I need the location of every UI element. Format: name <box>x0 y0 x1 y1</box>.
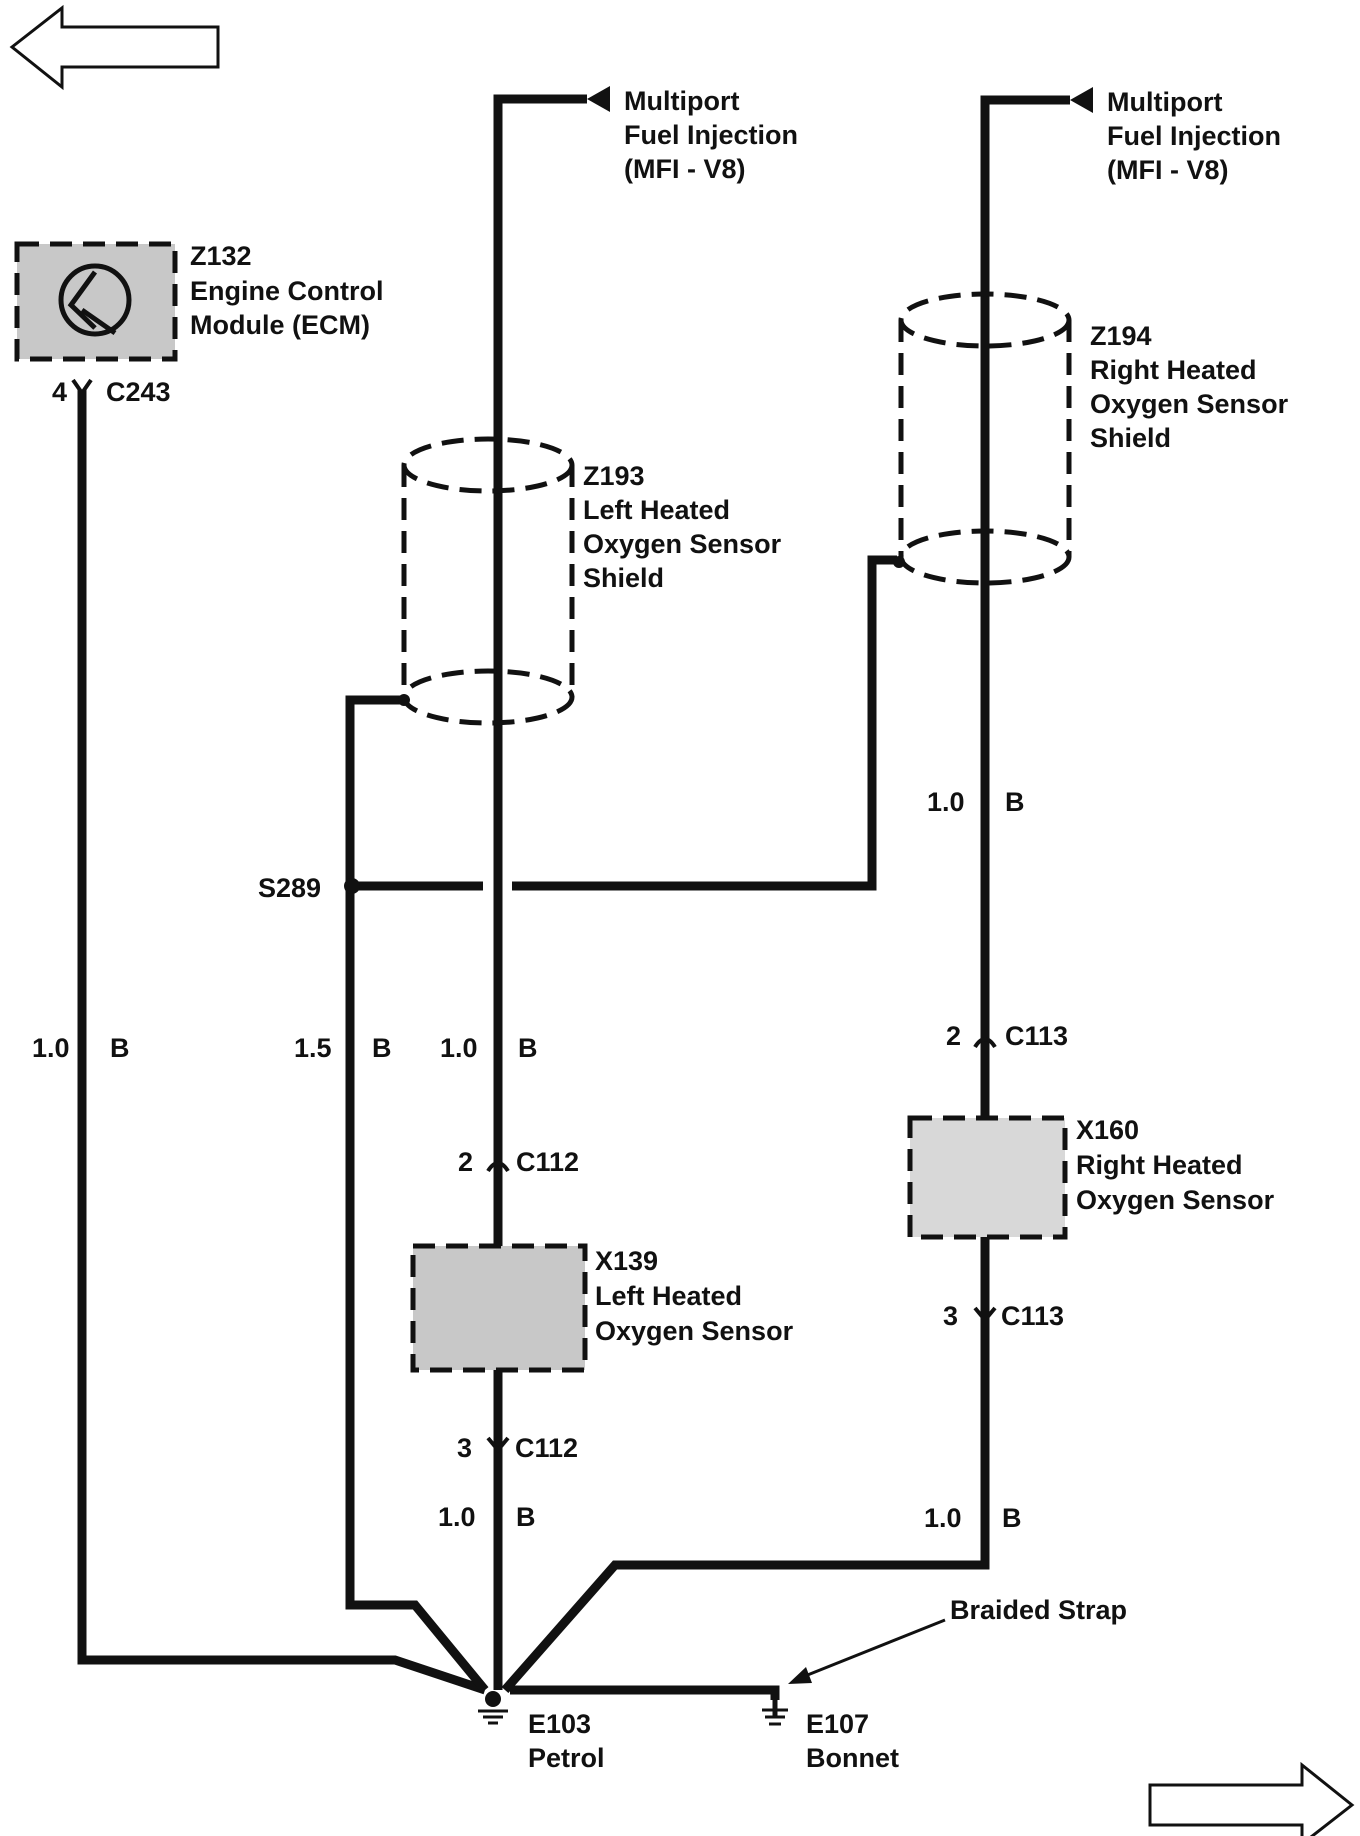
splice-dot <box>344 878 360 894</box>
ecm-connector: C243 <box>106 377 171 407</box>
braided-strap-pointer <box>799 1618 946 1680</box>
right-sensor-line1: Right Heated <box>1076 1150 1243 1180</box>
splice-to-right-shield-wire-b <box>512 555 897 891</box>
c113-top-connector-icon <box>973 1037 997 1049</box>
ecm-ground-wire <box>77 390 487 1695</box>
c112-top-pin: 2 <box>458 1147 473 1177</box>
ground-petrol-name: Petrol <box>528 1743 605 1773</box>
right-shield-line1: Right Heated <box>1090 355 1257 385</box>
ecm-wire-size: 1.0 <box>32 1033 70 1063</box>
mfi-left-connector-icon <box>587 86 610 112</box>
c112-bottom-pin: 3 <box>457 1433 472 1463</box>
right-lower-wire-color: B <box>1002 1503 1022 1533</box>
left-shield-line2: Oxygen Sensor <box>583 529 782 559</box>
ground-bonnet-icon <box>762 1700 788 1726</box>
splice-wire-size: 1.5 <box>294 1033 332 1063</box>
c112-bottom-connector-icon <box>486 1436 510 1454</box>
splice-id: S289 <box>258 873 321 903</box>
c112-top-connector-icon <box>486 1161 510 1173</box>
mfi-right-line3: (MFI - V8) <box>1107 155 1229 185</box>
ground-bonnet-id: E107 <box>806 1709 869 1739</box>
right-sensor-id: X160 <box>1076 1115 1139 1145</box>
mfi-left-line2: Fuel Injection <box>624 120 798 150</box>
right-shield-line2: Oxygen Sensor <box>1090 389 1289 419</box>
right-sensor-line2: Oxygen Sensor <box>1076 1185 1275 1215</box>
right-shield-line3: Shield <box>1090 423 1171 453</box>
right-sensor-signal-wire <box>501 95 1070 1693</box>
c113-bottom-pin: 3 <box>943 1301 958 1331</box>
c113-bottom-connector: C113 <box>1001 1301 1064 1331</box>
mfi-right-line2: Fuel Injection <box>1107 121 1281 151</box>
c112-bottom-connector: C112 <box>515 1433 578 1463</box>
left-sensor-line1: Left Heated <box>595 1281 742 1311</box>
mfi-left-line1: Multiport <box>624 86 739 116</box>
ecm-module-box <box>14 241 178 362</box>
previous-page-arrow-icon[interactable] <box>9 4 220 91</box>
ecm-wire-color: B <box>110 1033 130 1063</box>
c113-top-connector: C113 <box>1005 1021 1068 1051</box>
next-page-arrow-icon[interactable] <box>1148 1761 1355 1836</box>
ground-bonnet-name: Bonnet <box>806 1743 899 1773</box>
left-sensor-box <box>410 1243 588 1373</box>
c112-top-connector: C112 <box>516 1147 579 1177</box>
left-shield-id: Z193 <box>583 461 645 491</box>
mfi-left-line3: (MFI - V8) <box>624 154 746 184</box>
left-sensor-line2: Oxygen Sensor <box>595 1316 794 1346</box>
left-upper-wire-size: 1.0 <box>440 1033 478 1063</box>
ground-petrol-id: E103 <box>528 1709 591 1739</box>
c113-top-pin: 2 <box>946 1021 961 1051</box>
ecm-pin: 4 <box>52 377 67 407</box>
left-sensor-id: X139 <box>595 1246 658 1276</box>
left-shield-drain-wire <box>345 695 489 1693</box>
ecm-name-line1: Engine Control <box>190 276 383 306</box>
left-lower-wire-color: B <box>516 1502 536 1532</box>
ecm-name-line2: Module (ECM) <box>190 310 370 340</box>
mfi-right-connector-icon <box>1070 87 1093 113</box>
ecm-connector-icon <box>71 378 93 397</box>
splice-wire-color: B <box>372 1033 392 1063</box>
c113-bottom-connector-icon <box>973 1306 997 1324</box>
braided-strap-label: Braided Strap <box>950 1595 1127 1625</box>
left-shield-line3: Shield <box>583 563 664 593</box>
left-shield-icon <box>401 436 575 726</box>
mfi-right-line1: Multiport <box>1107 87 1222 117</box>
braided-strap-arrow-icon <box>788 1667 812 1684</box>
right-shield-id: Z194 <box>1090 321 1152 351</box>
right-upper-wire-size: 1.0 <box>927 787 965 817</box>
left-shield-drain-dot <box>398 694 410 706</box>
right-shield-drain-dot <box>893 556 905 568</box>
left-sensor-signal-wire <box>493 94 587 1690</box>
right-lower-wire-size: 1.0 <box>924 1503 962 1533</box>
left-upper-wire-color: B <box>518 1033 538 1063</box>
ecm-id: Z132 <box>190 241 252 271</box>
left-lower-wire-size: 1.0 <box>438 1502 476 1532</box>
left-shield-line1: Left Heated <box>583 495 730 525</box>
bonnet-ground-wire <box>510 1685 780 1700</box>
ground-petrol-icon <box>478 1691 508 1725</box>
right-upper-wire-color: B <box>1005 787 1025 817</box>
right-sensor-box <box>907 1115 1068 1240</box>
